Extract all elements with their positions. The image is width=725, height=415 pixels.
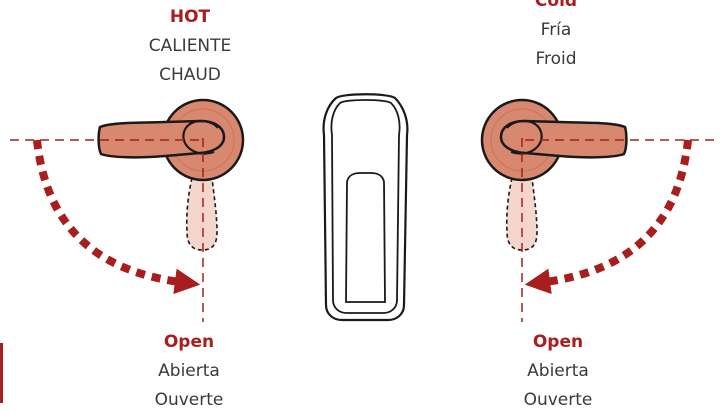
spout-opening (346, 173, 385, 302)
open-right-french: Ouverte (478, 386, 638, 415)
open-left-french: Ouverte (109, 386, 269, 415)
cold-label-spanish: Fría (476, 16, 636, 45)
open-right-spanish: Abierta (478, 357, 638, 386)
open-label-cold-side: Open Abierta Ouverte (478, 328, 638, 415)
hot-handle-group (10, 100, 243, 322)
hot-rotation-arrow (37, 140, 180, 282)
open-left-spanish: Abierta (109, 357, 269, 386)
open-left-title: Open (109, 328, 269, 357)
hot-handle-open-position-ghost (187, 178, 217, 250)
hot-label-title: HOT (110, 3, 270, 32)
cold-rotation-arrow (545, 140, 688, 282)
cold-label: Cold Fría Froid (476, 0, 636, 74)
hot-handle-lever[interactable] (99, 121, 224, 157)
cold-handle-lever[interactable] (501, 121, 626, 157)
hot-label: HOT CALIENTE CHAUD (110, 3, 270, 90)
cold-label-title: Cold (476, 0, 636, 16)
cold-handle-group (482, 100, 715, 322)
open-label-hot-side: Open Abierta Ouverte (109, 328, 269, 415)
hot-label-spanish: CALIENTE (110, 32, 270, 61)
cold-label-french: Froid (476, 45, 636, 74)
hot-label-french: CHAUD (110, 61, 270, 90)
left-edge-marker (0, 343, 3, 403)
faucet-spout (324, 94, 408, 320)
open-right-title: Open (478, 328, 638, 357)
